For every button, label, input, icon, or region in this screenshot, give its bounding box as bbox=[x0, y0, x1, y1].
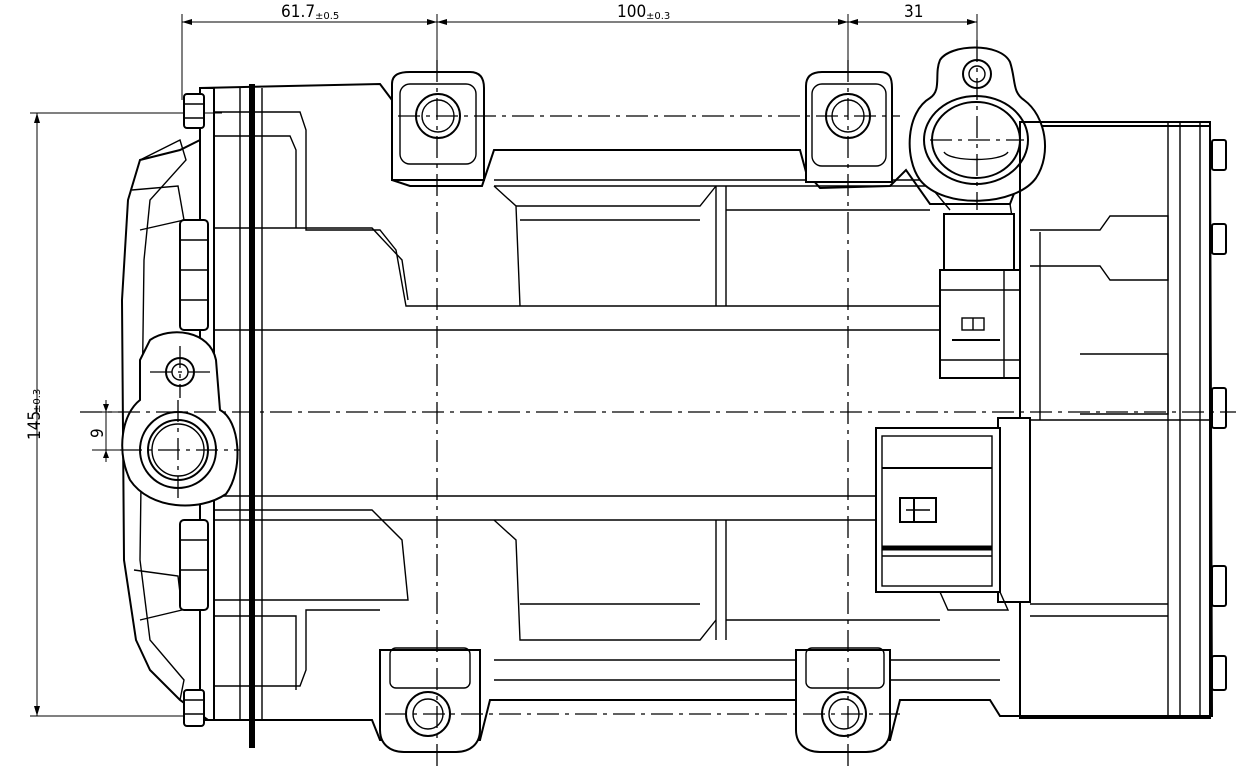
bottom-mounting-ears bbox=[379, 647, 891, 753]
dim-145-value: 145 bbox=[25, 411, 45, 440]
top-mounting-ears bbox=[391, 71, 893, 183]
dim-9-value: 9 bbox=[88, 428, 108, 438]
lower-connector bbox=[875, 417, 1031, 611]
dim-61-7-tolerance: ±0.5 bbox=[315, 11, 339, 22]
motor-housing bbox=[1019, 121, 1227, 719]
dim-31-value: 31 bbox=[904, 2, 923, 22]
upper-connector bbox=[939, 213, 1021, 379]
dim-145-tolerance: ±0.3 bbox=[32, 389, 43, 413]
top-dimensions: 61.7 ±0.5 100 ±0.3 31 bbox=[181, 2, 978, 100]
dim-100-value: 100 bbox=[617, 2, 646, 22]
left-bolts bbox=[179, 93, 209, 727]
compressor-body bbox=[120, 82, 1214, 748]
dim-61-7-value: 61.7 bbox=[281, 2, 315, 22]
center-lines bbox=[80, 40, 1236, 766]
dim-100-tolerance: ±0.3 bbox=[646, 11, 670, 22]
